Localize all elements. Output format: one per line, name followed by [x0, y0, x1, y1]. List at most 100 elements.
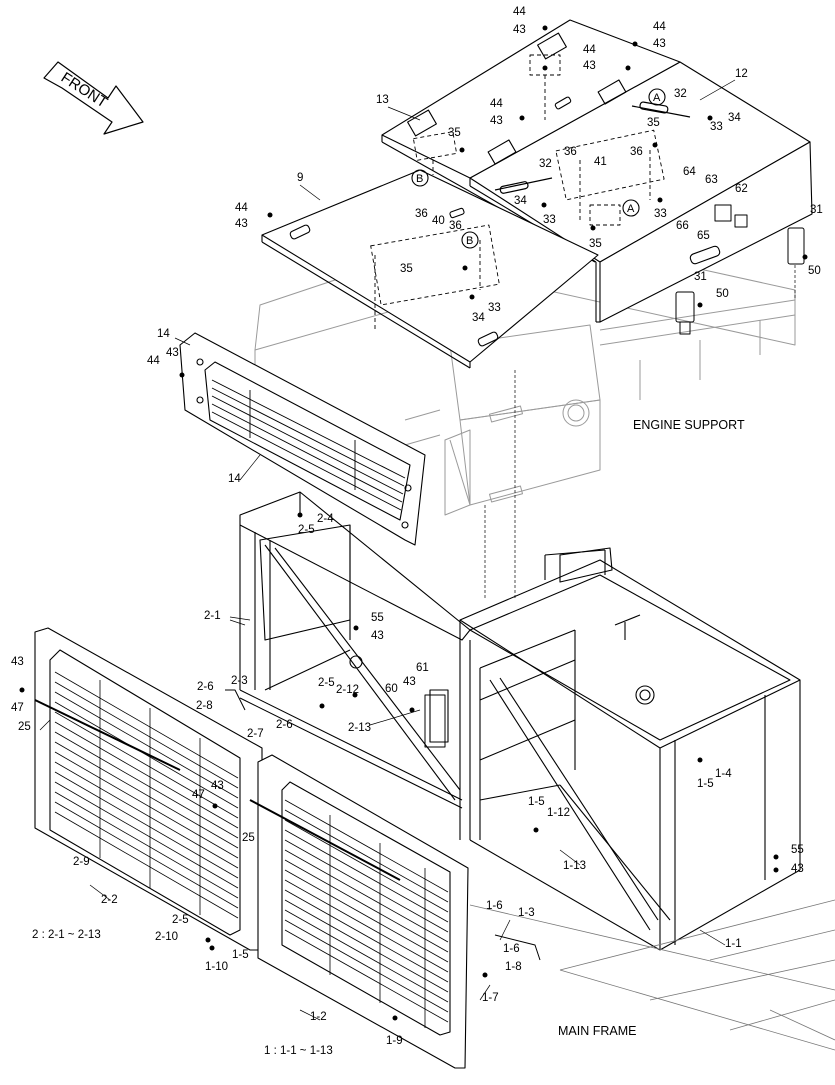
- callout: 1-8: [505, 961, 522, 973]
- callout: 44: [147, 355, 160, 367]
- callout: 34: [728, 112, 741, 124]
- callout: 43: [403, 676, 416, 688]
- engine-box-1: [459, 547, 801, 951]
- callout: 1-5: [697, 778, 714, 790]
- callout: 62: [735, 183, 748, 195]
- callout: 63: [705, 174, 718, 186]
- callout: 43: [371, 630, 384, 642]
- callout: 1-4: [715, 768, 732, 780]
- marker-b-1: [411, 169, 429, 187]
- guard-frame-2: [239, 491, 471, 809]
- engine-support-label: ENGINE SUPPORT: [633, 418, 745, 432]
- small-hardware: [225, 204, 748, 961]
- callout: 31: [810, 204, 823, 216]
- callout: 12: [735, 68, 748, 80]
- latch-31: [675, 227, 805, 335]
- callout: 47: [11, 702, 24, 714]
- callout: 2-6: [197, 681, 214, 693]
- callout: 31: [694, 271, 707, 283]
- top-cover-9: [261, 169, 599, 369]
- gas-spring-32: [494, 101, 691, 194]
- callout: 55: [791, 844, 804, 856]
- marker-a-1-label: A: [653, 92, 661, 104]
- callout: 2-7: [247, 728, 264, 740]
- callout: 13: [376, 94, 389, 106]
- callout: 9: [297, 172, 304, 184]
- callout: 43: [513, 24, 526, 36]
- callout: 1-7: [482, 992, 499, 1004]
- callout: 44: [583, 44, 596, 56]
- grille-panel-14: [179, 332, 426, 546]
- callout: 25: [18, 721, 31, 733]
- callout: 43: [791, 863, 804, 875]
- marker-b-2-label: B: [466, 235, 473, 247]
- callout: 43: [490, 115, 503, 127]
- callout: 25: [242, 832, 255, 844]
- callout: 44: [653, 21, 666, 33]
- marker-a-2-label: A: [627, 203, 635, 215]
- hidden-parts: [370, 54, 665, 330]
- callout: 36: [449, 220, 462, 232]
- callout: 43: [11, 656, 24, 668]
- callout: 2-5: [318, 677, 335, 689]
- callout: 33: [710, 121, 723, 133]
- callout: 1-13: [563, 860, 587, 872]
- callout: 65: [697, 230, 710, 242]
- callout: 1-5: [232, 949, 249, 961]
- callout: 55: [371, 612, 384, 624]
- callout: 33: [654, 208, 667, 220]
- callout: 2-13: [348, 722, 372, 734]
- callout: 1-6: [503, 943, 520, 955]
- front-arrow-icon: FRONT: [43, 61, 144, 135]
- bolts: [19, 25, 808, 1021]
- callout: 2-5: [172, 914, 189, 926]
- callout: 33: [488, 302, 501, 314]
- group-2-label: 2 : 2-1 ~ 2-13: [32, 929, 101, 941]
- main-frame-label: MAIN FRAME: [558, 1024, 637, 1038]
- callout: 50: [716, 288, 729, 300]
- group-1-label: 1 : 1-1 ~ 1-13: [264, 1045, 333, 1057]
- callout: 61: [416, 662, 429, 674]
- callout: 2-8: [196, 700, 213, 712]
- callout: 50: [808, 265, 821, 277]
- callout: 33: [543, 214, 556, 226]
- callout: 35: [448, 127, 461, 139]
- marker-a-2: [622, 199, 640, 217]
- callout: 41: [594, 156, 607, 168]
- door-panel-1-2: [249, 754, 469, 1069]
- callout: 44: [490, 98, 503, 110]
- callout: 64: [683, 166, 696, 178]
- callout: 1-10: [205, 961, 229, 973]
- callout: 44: [235, 202, 248, 214]
- callout: 32: [674, 88, 687, 100]
- callout: 1-3: [518, 907, 535, 919]
- callout: 36: [630, 146, 643, 158]
- callout: 1-2: [310, 1011, 327, 1023]
- callout: 43: [166, 347, 179, 359]
- callout: 2-3: [231, 675, 248, 687]
- callout: 1-5: [528, 796, 545, 808]
- callout: 2-10: [155, 931, 179, 943]
- callout: 66: [676, 220, 689, 232]
- callout: 34: [472, 312, 485, 324]
- callout: 36: [564, 146, 577, 158]
- main-frame: [469, 899, 835, 1051]
- callout: 1-6: [486, 900, 503, 912]
- callout: 2-2: [101, 894, 118, 906]
- callout: 36: [415, 208, 428, 220]
- callout: 43: [211, 780, 224, 792]
- callout: 47: [192, 789, 205, 801]
- callout: 2-4: [317, 513, 334, 525]
- callout: 35: [647, 117, 660, 129]
- marker-b-1-label: B: [416, 173, 423, 185]
- leader-lines: [39, 79, 796, 1021]
- callout: 2-9: [73, 856, 90, 868]
- callout: 2-5: [298, 524, 315, 536]
- callout: 43: [235, 218, 248, 230]
- marker-b-2: [461, 231, 479, 249]
- callout: 32: [539, 158, 552, 170]
- callout: 35: [400, 263, 413, 275]
- callout: 14: [157, 328, 170, 340]
